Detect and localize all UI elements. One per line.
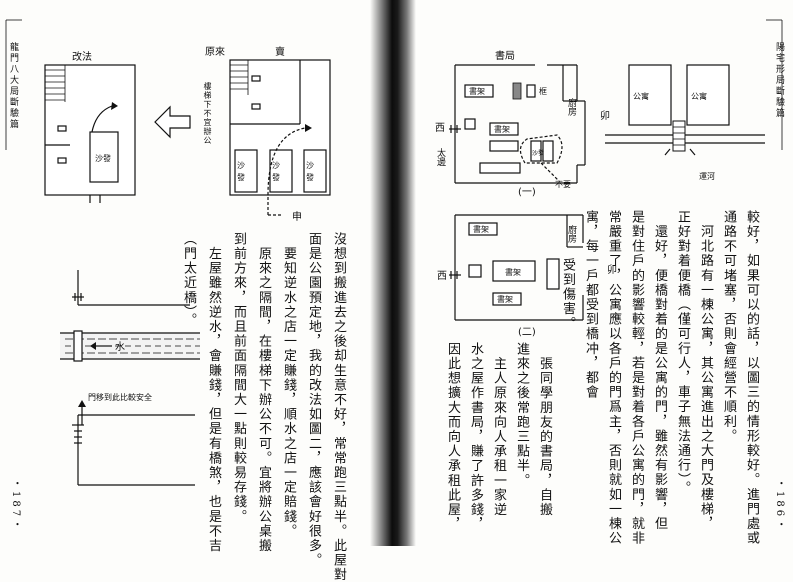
left-text-col-4: 原來之隔間，在樓梯下辦公不可。宜將辦公桌搬 — [256, 232, 271, 554]
door-move-note: 門移到此比較安全 — [88, 392, 152, 402]
kitchen-label-2: 廚房 — [566, 225, 576, 243]
desk-mark-a — [57, 125, 67, 132]
right-text-col-2: 通路不可堵塞，否則會經營不順利。 — [721, 210, 736, 444]
right-text-col-5: 還好，便橋對着的是公寓的門，雖然有影響，但 — [652, 210, 667, 532]
canal-label: 運河 — [699, 171, 715, 181]
modified-to-original-arrow — [154, 105, 191, 139]
river-door-diagram: 水 門移到此比較安全 — [60, 270, 200, 486]
original-flow-path — [267, 127, 306, 215]
stair-office-note: 樓梯下不宜辦公 — [203, 82, 212, 145]
shop-layout-diagram: 改法 沙發 原來 賣 — [44, 45, 331, 223]
original-sofa-a — [234, 149, 258, 193]
right-running-header: 陽宅形局斷驗篇 — [774, 42, 784, 119]
left-text-col-1: 沒想到搬進去之後却生意不好，常常跑三點半。此屋對 — [331, 232, 346, 582]
svg-text:書架: 書架 — [469, 86, 485, 96]
diagram-title-original-b: 賣 — [275, 45, 285, 58]
pillar-mark — [512, 82, 522, 100]
right-text-col-10: 張同學朋友的書局，自搬 — [537, 342, 552, 518]
right-page: 陽宅形局斷驗篇 書局 書架 框 書架 沙發 不要 西 卯 (一) — [400, 0, 793, 546]
bridge-mark — [73, 330, 83, 362]
svg-text:發: 發 — [272, 173, 280, 182]
sofa-label: 沙發 — [532, 149, 544, 157]
left-text-col-7: （門太近橋）。 — [181, 232, 196, 328]
cabinet-label: 框 — [539, 86, 547, 96]
right-text-col-1: 較好，如果可以的話，以圖三的情形較好。進門處或 — [744, 210, 759, 546]
shen-direction-label: 申 — [292, 210, 302, 223]
modified-sofa — [89, 131, 119, 183]
not-wanted-path — [540, 162, 560, 182]
west-label-2: 西 — [437, 271, 447, 282]
right-text-col-11: 進來之後常跑三點半。 — [514, 342, 529, 488]
water-label: 水 — [115, 341, 125, 353]
left-header-rule — [5, 19, 22, 150]
caption-2: (二) — [518, 327, 536, 338]
left-text-col-6: 左屋雖然逆水，會賺錢，但是有橋煞，也是不吉 — [206, 232, 221, 554]
right-text-col-4: 正好對着便橋（僅可行人，車子無法通行）。 — [675, 210, 690, 496]
svg-text:書架: 書架 — [505, 267, 521, 277]
left-text-col-3: 要知逆水之店一定賺錢，順水之店一定賠錢。 — [281, 232, 296, 539]
svg-text:發: 發 — [237, 173, 245, 182]
kitchen-label-1: 廚房 — [566, 98, 576, 116]
original-sofa-b — [269, 149, 293, 193]
bookshelf-label: 書架 — [494, 124, 510, 134]
left-running-header: 龍門八大局斷驗篇 — [8, 42, 18, 130]
original-stair-block — [230, 60, 249, 95]
left-page-number: ・187・ — [10, 478, 21, 533]
right-text-col-6: 是對住戶的影響較輕，若是對着各戶公寓的門，就非 — [629, 210, 644, 546]
right-text-col-8: 寓，每一戶都受到橋冲，都會 — [583, 210, 598, 400]
apartment-right — [686, 64, 730, 126]
svg-text:發: 發 — [306, 173, 314, 182]
bookstore-diagram-1: 書局 書架 框 書架 沙發 不要 西 卯 (一) — [435, 49, 610, 198]
right-text-col-9: 受到傷害。 — [560, 258, 575, 331]
mao-label-1: 卯 — [600, 110, 610, 122]
apartment-left-label: 公寓 — [633, 91, 649, 101]
diagram-title-modified: 改法 — [72, 50, 92, 63]
right-text-col-12: 主人原來向人承租一家逆 — [491, 342, 506, 518]
sofa-outline — [519, 134, 563, 164]
left-page: 龍門八大局斷驗篇 改法 沙發 原來 賣 — [0, 0, 388, 582]
left-text-col-2: 面是公園預定地，我的改法如圖二，應該會好很多。 — [306, 232, 321, 568]
west-label-1: 西 — [435, 123, 445, 134]
modified-sofa-label: 沙發 — [95, 154, 111, 163]
right-text-col-3: 河北路有一棟公寓，其公寓進出之大門及樓梯， — [698, 210, 713, 532]
modified-flow-arrow — [91, 105, 113, 133]
bookstore-title: 書局 — [495, 49, 515, 62]
svg-text:書架: 書架 — [473, 224, 489, 234]
bookshelf-label-2: 書架 — [497, 294, 513, 304]
taibian-label: 太邊 — [435, 148, 445, 166]
original-sofa-c — [303, 149, 327, 193]
svg-text:沙: 沙 — [237, 161, 245, 170]
left-text-col-5: 到前方來，而且前面隔間大一點則較易存錢。 — [231, 232, 246, 524]
modified-stair-block — [45, 65, 66, 102]
mao-label-2: 卯 — [607, 264, 617, 276]
right-page-number: ・186・ — [774, 478, 785, 533]
apartment-right-label: 公寓 — [691, 91, 707, 101]
diagram-title-original-a: 原來 — [205, 46, 225, 58]
right-text-col-13: 水之屋作書局，賺了許多錢， — [468, 342, 483, 532]
right-text-col-14: 因此想擴大而向人承租此屋， — [445, 342, 460, 532]
not-wanted-label: 不要 — [555, 180, 571, 189]
desk-mark-b — [57, 157, 67, 164]
caption-1: (一) — [518, 187, 536, 198]
apartment-canal-diagram: 公寓 公寓 運河 — [605, 64, 765, 181]
book-spine-shadow — [370, 0, 416, 546]
svg-text:沙: 沙 — [306, 161, 314, 170]
svg-text:沙: 沙 — [272, 161, 280, 170]
right-text-col-7: 常嚴重了，公寓應以各戶的門爲主，否則就如一棟公 — [606, 210, 621, 546]
bookstore-diagram-2: 書架 書架 書架 西 卯 (二) — [437, 214, 617, 338]
apartment-left — [628, 64, 672, 126]
right-header-rule — [766, 19, 783, 150]
